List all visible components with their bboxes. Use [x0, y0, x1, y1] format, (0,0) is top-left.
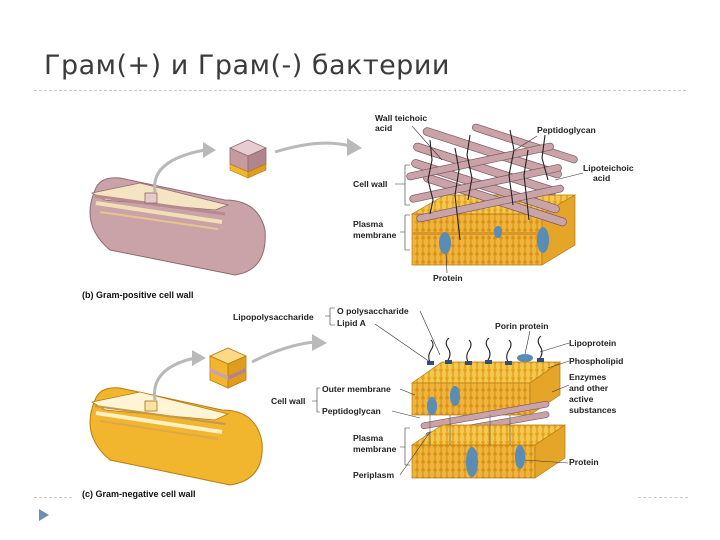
label-peptidoglycan: Peptidoglycan: [537, 125, 596, 135]
label-phospholipid: Phospholipid: [569, 356, 623, 366]
arrow-head-icon: [192, 350, 206, 366]
label-lipopolysaccharide: Lipopolysaccharide: [233, 312, 314, 322]
label-enzymes: Enzymes: [569, 372, 606, 382]
slide-title: Грам(+) и Грам(-) бактерии: [44, 50, 450, 81]
label-enzymes-3: active: [569, 394, 594, 404]
label-outer-membrane: Outer membrane: [322, 384, 391, 394]
label-cell-wall-neg: Cell wall: [271, 396, 305, 406]
label-enzymes-4: substances: [569, 405, 617, 415]
label-enzymes-2: and other: [569, 383, 609, 393]
label-lipoprotein: Lipoprotein: [569, 338, 616, 348]
caption-gram-negative: (c) Gram-negative cell wall: [82, 489, 196, 499]
caption-gram-positive: (b) Gram-positive cell wall: [82, 290, 194, 300]
label-lipoteichoic-2: acid: [593, 173, 610, 183]
footer-rule-left: [34, 497, 72, 498]
label-wall-teichoic-2: acid: [375, 123, 392, 133]
zoom-arrow-1: [153, 148, 206, 193]
title-divider: [34, 90, 686, 91]
label-plasma: Plasma: [353, 219, 383, 229]
label-peptidoglycan-neg: Peptidoglycan: [322, 406, 381, 416]
label-protein-neg: Protein: [569, 457, 599, 467]
gram-negative-wall-block: [410, 335, 567, 479]
arrow-head-icon: [347, 138, 362, 156]
label-wall-teichoic: Wall teichoic: [375, 113, 427, 123]
label-plasma-2: membrane: [353, 230, 397, 240]
gram-negative-cell: [89, 387, 263, 486]
label-periplasm: Periplasm: [353, 470, 394, 480]
label-protein: Protein: [433, 273, 463, 283]
label-plasma-neg: Plasma: [353, 433, 383, 443]
triangle-bullet-icon: [39, 509, 49, 521]
label-lipid-a: Lipid A: [337, 318, 366, 328]
gram-negative-cube-icon: [209, 347, 247, 389]
label-porin-protein: Porin protein: [495, 321, 548, 331]
zoom-arrow-3: [153, 356, 196, 401]
label-cell-wall: Cell wall: [353, 179, 387, 189]
footer-rule-right: [638, 497, 688, 498]
arrow-head-icon: [203, 142, 216, 158]
label-lipoteichoic: Lipoteichoic: [583, 163, 634, 173]
gram-negative-labels: Lipopolysaccharide O polysaccharide Lipi…: [233, 306, 623, 480]
gram-positive-wall-block: [406, 123, 578, 266]
gram-positive-cube-icon: [229, 139, 267, 179]
arrow-head-icon: [312, 334, 327, 351]
label-plasma-neg-2: membrane: [353, 444, 397, 454]
zoom-arrow-2: [274, 141, 351, 154]
zoom-arrow-4: [251, 340, 316, 364]
gram-positive-cell: [89, 177, 266, 276]
gram-positive-labels: Wall teichoic acid Peptidoglycan Lipotei…: [353, 113, 634, 283]
label-o-polysaccharide: O polysaccharide: [337, 306, 409, 316]
